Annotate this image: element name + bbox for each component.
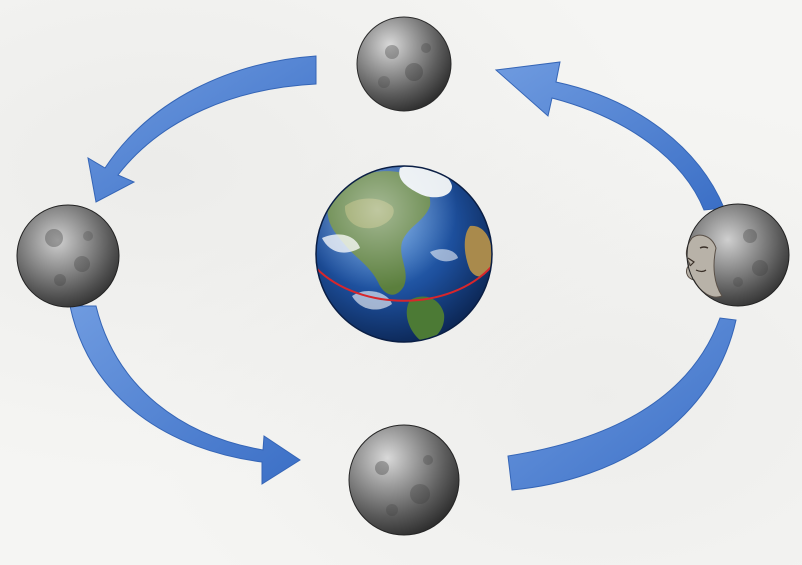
arrow-top-left-icon: [87, 55, 317, 203]
arrow-bottom-right-icon: [507, 317, 737, 491]
arrow-top-right-icon: [494, 61, 725, 211]
moon-top-icon: [356, 16, 452, 112]
moon-right-icon: [685, 203, 790, 307]
moon-left-icon: [16, 204, 120, 308]
moon-bottom-icon: [348, 424, 460, 536]
earth-globe-icon: [315, 165, 493, 343]
arrow-bottom-left-icon: [69, 305, 301, 485]
